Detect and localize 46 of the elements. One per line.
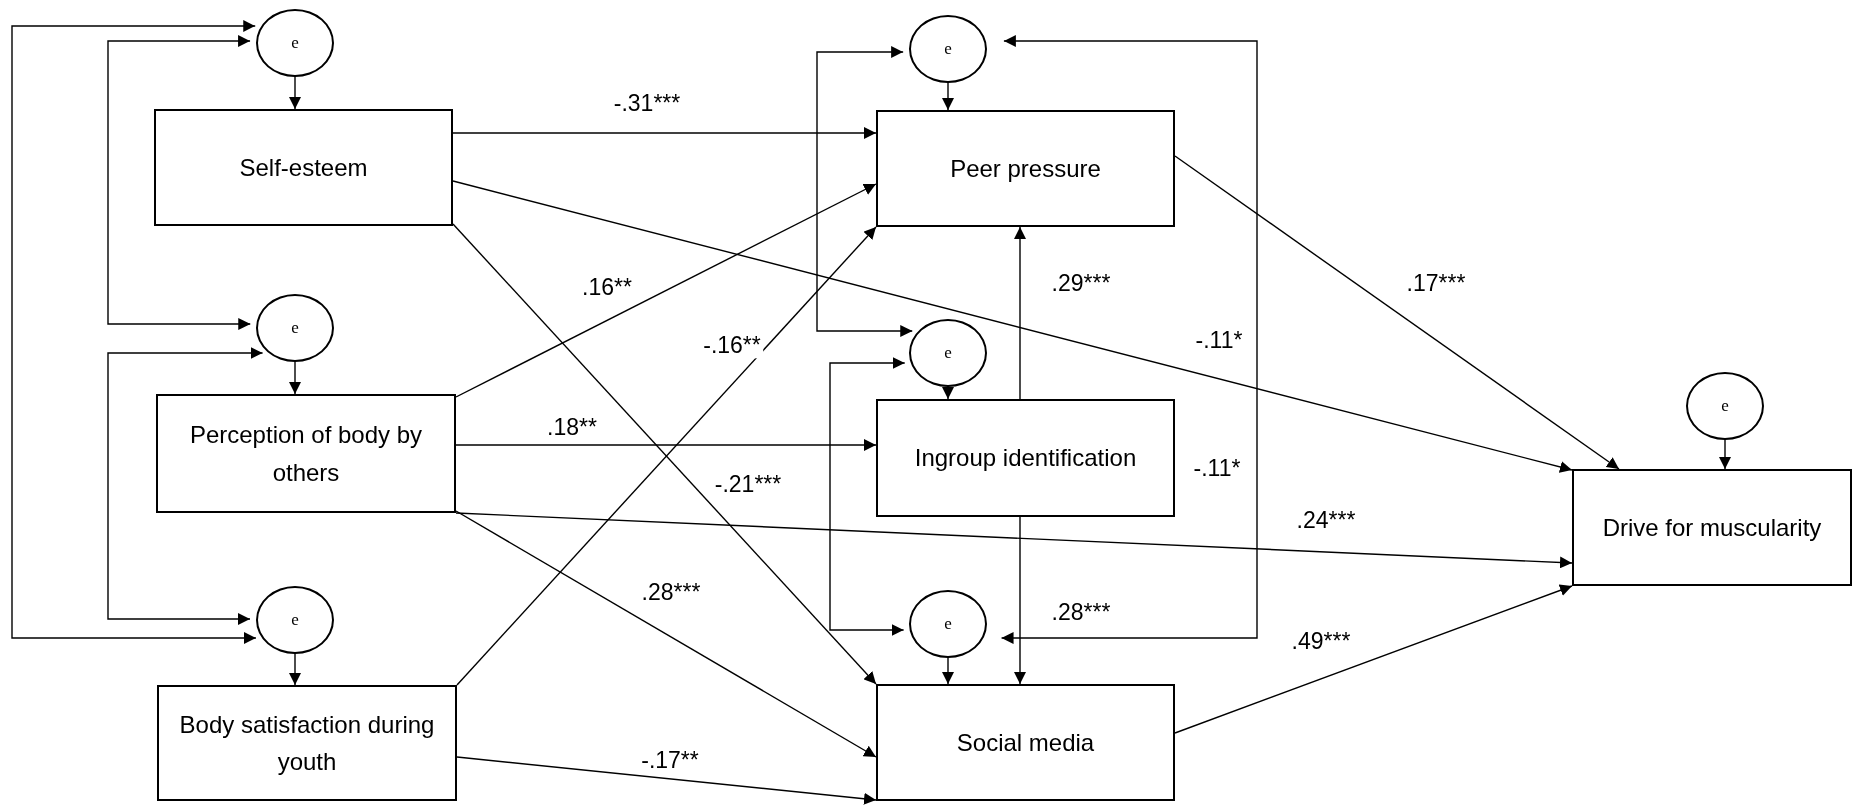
variable-box	[156, 394, 456, 513]
arrow	[1719, 439, 1731, 470]
arrow	[455, 439, 877, 451]
error-term-label: e	[291, 610, 299, 630]
arrow	[456, 756, 877, 805]
arrow	[455, 512, 1573, 569]
arrow	[1014, 226, 1026, 400]
error-term-label: e	[1721, 396, 1729, 416]
variable-label: Self-esteem	[239, 152, 368, 183]
double-headed-arrow	[107, 35, 251, 330]
arrow	[452, 180, 1573, 473]
variable-label: Perception of body by others	[188, 420, 424, 488]
variable-label: Body satisfaction during youth	[178, 709, 436, 777]
error-term-label: e	[291, 318, 299, 338]
double-headed-arrow	[1000, 35, 1258, 644]
arrow	[1174, 155, 1620, 470]
arrow	[289, 76, 301, 110]
error-term-label: e	[944, 614, 952, 634]
double-headed-arrow	[107, 347, 264, 625]
variable-box	[876, 399, 1175, 517]
variable-box	[1572, 469, 1852, 586]
error-term-label: e	[944, 343, 952, 363]
edge-label: -.16**	[701, 333, 763, 359]
arrow	[289, 653, 301, 686]
double-headed-arrow	[11, 20, 257, 644]
double-headed-arrow	[816, 46, 913, 337]
variable-label: Ingroup identification	[914, 443, 1137, 474]
error-term-label: e	[291, 33, 299, 53]
arrow	[942, 386, 954, 400]
arrow	[942, 82, 954, 111]
arrow	[455, 510, 877, 758]
arrow	[452, 127, 877, 139]
variable-box	[154, 109, 453, 226]
variable-label: Drive for muscularity	[1602, 512, 1822, 543]
arrow	[1174, 584, 1573, 734]
arrow	[455, 183, 877, 398]
variable-box	[876, 684, 1175, 801]
variable-label: Social media	[956, 727, 1095, 758]
variable-label: Peer pressure	[950, 153, 1101, 184]
arrow	[1014, 516, 1026, 685]
error-term-label: e	[944, 39, 952, 59]
arrow	[289, 361, 301, 395]
double-headed-arrow	[829, 357, 906, 636]
variable-box	[876, 110, 1175, 227]
variable-box	[157, 685, 457, 801]
arrow	[942, 657, 954, 685]
